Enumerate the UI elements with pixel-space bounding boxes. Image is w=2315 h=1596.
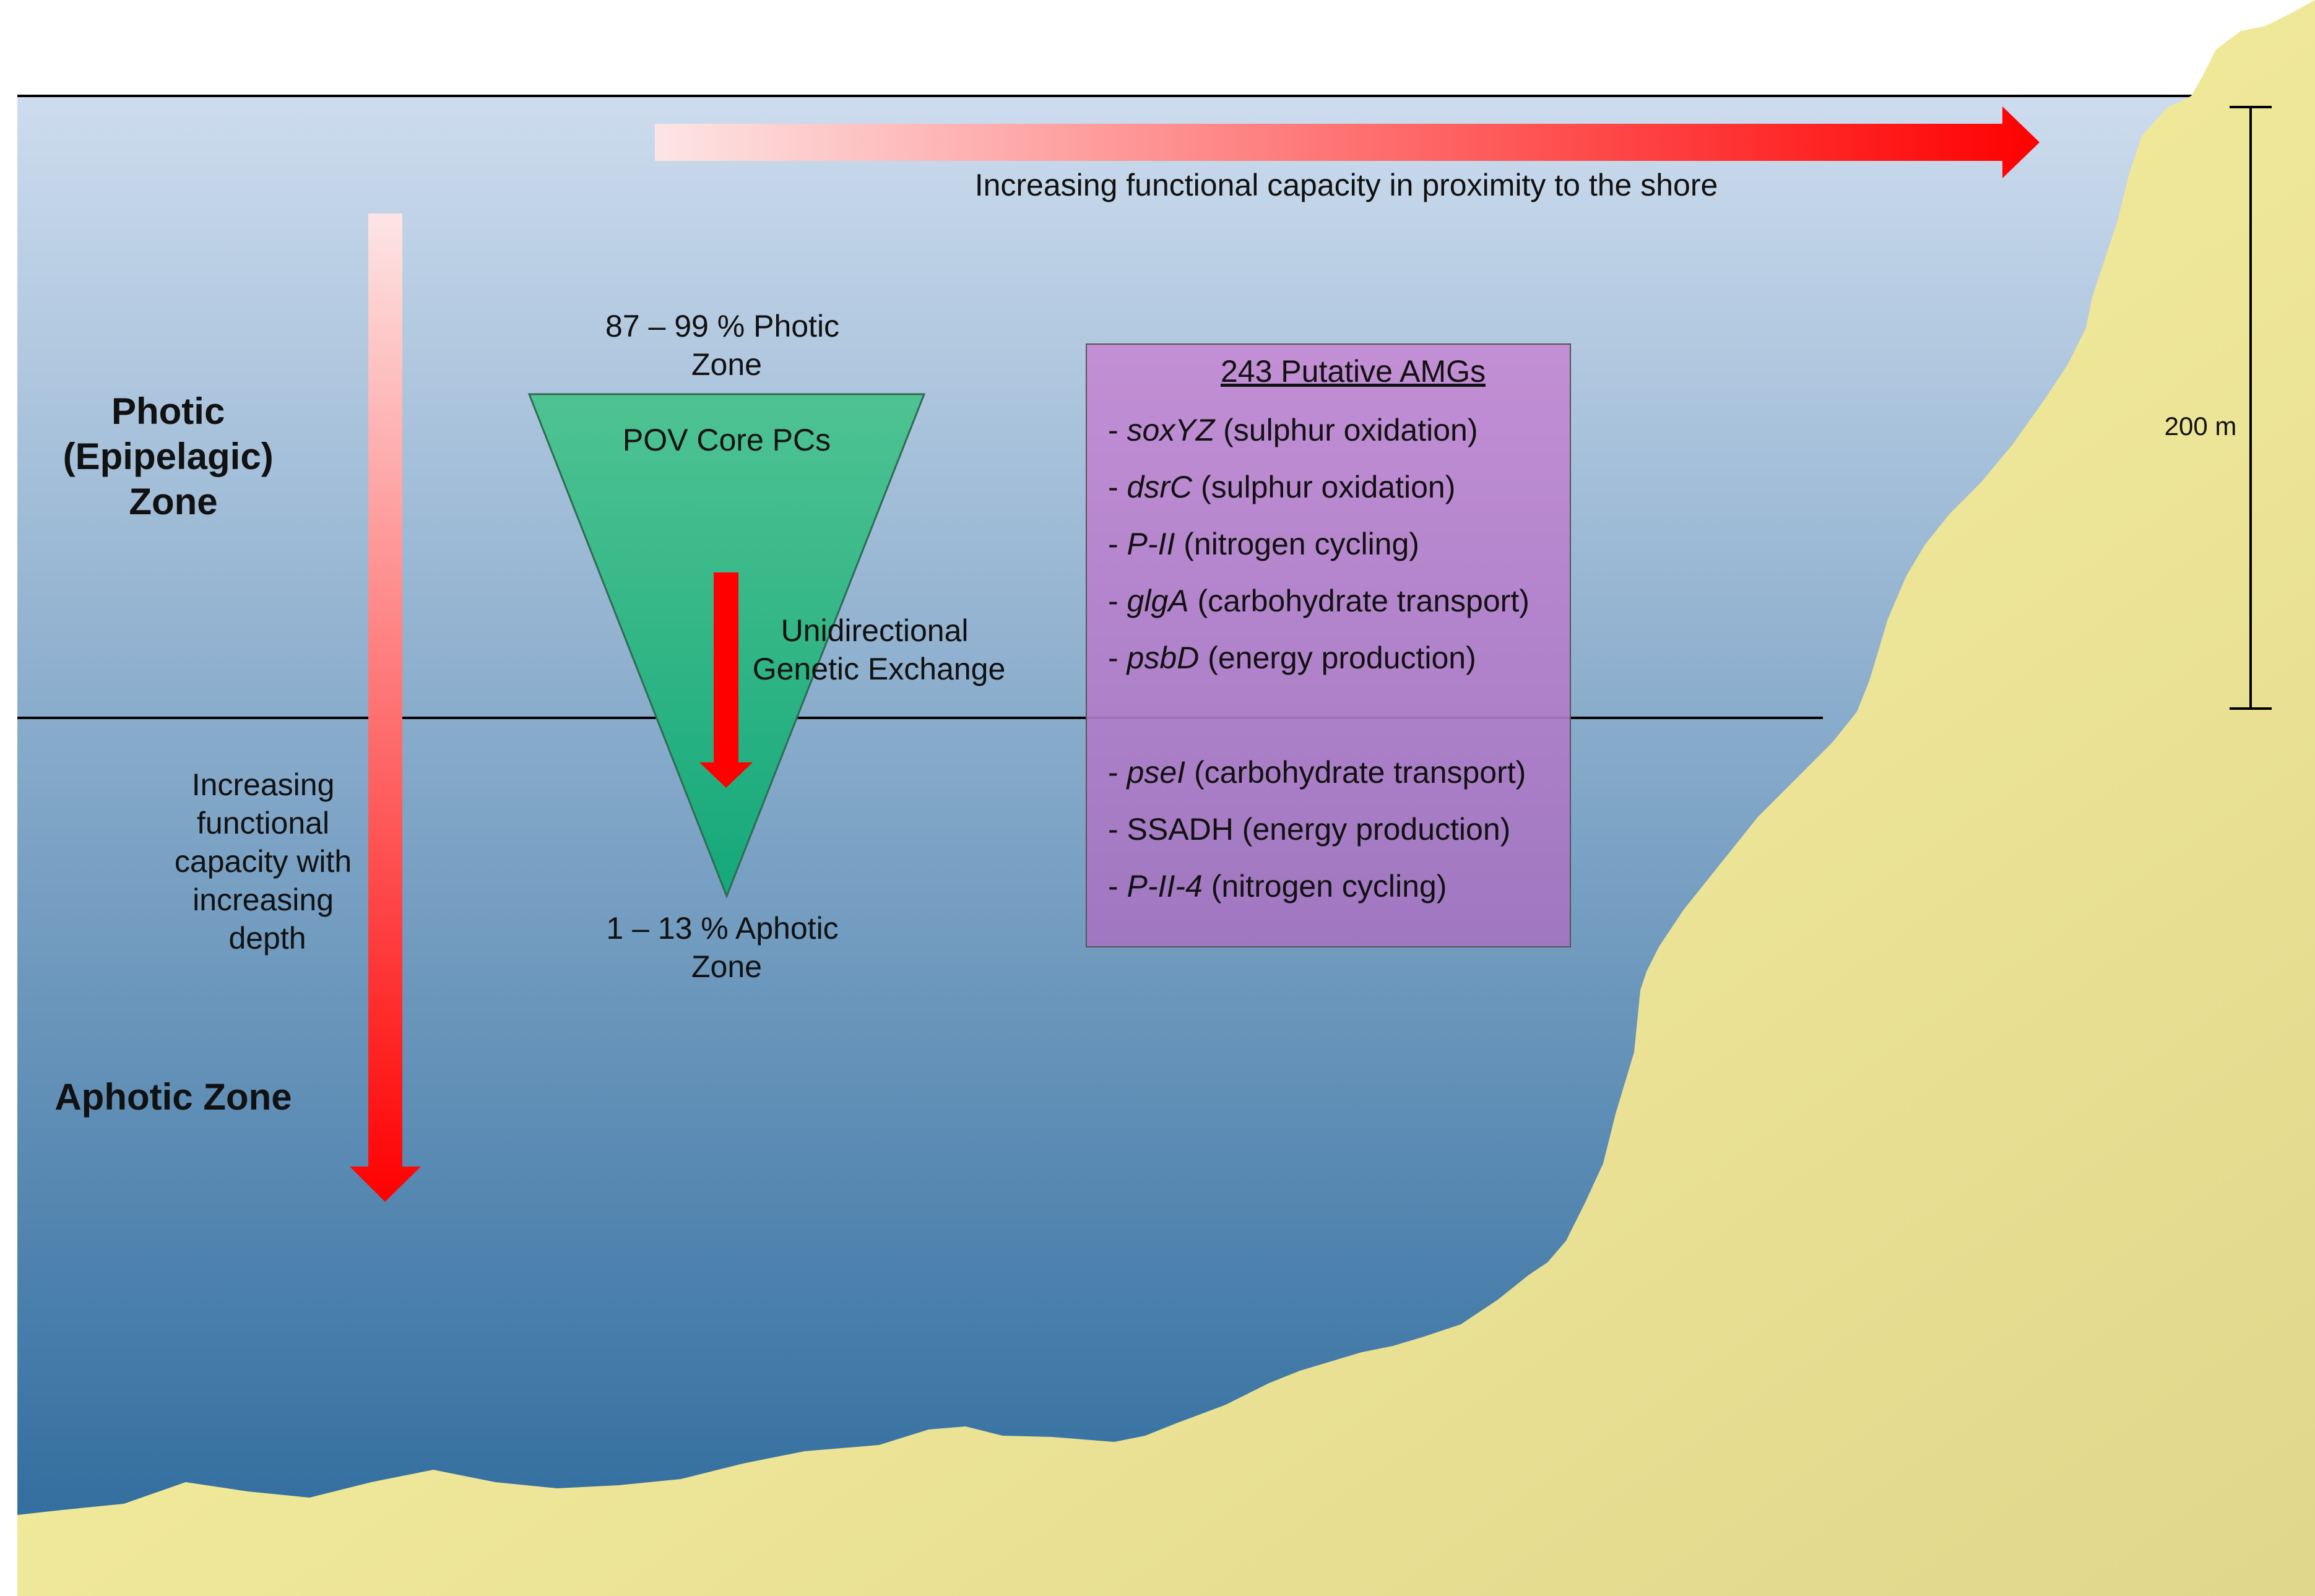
amg-item: - pseI (carbohydrate transport) bbox=[1108, 755, 1526, 790]
photic-zone-line: Zone bbox=[129, 481, 217, 522]
amg-item-dash: - bbox=[1108, 470, 1127, 504]
amg-item-gene: glgA bbox=[1127, 584, 1189, 618]
triangle-top-line: Zone bbox=[691, 347, 762, 382]
photic-zone-label: Photic (Epipelagic) Zone bbox=[63, 390, 284, 522]
amg-item-gene: pseI bbox=[1126, 755, 1186, 790]
amg-item-gene: dsrC bbox=[1127, 470, 1193, 504]
amg-item-dash: - bbox=[1108, 641, 1127, 675]
amg-item-gene: P-II-4 bbox=[1127, 869, 1203, 904]
amg-item: - soxYZ (sulphur oxidation) bbox=[1108, 413, 1478, 447]
depth-arrow-caption: Increasing functional capacity with incr… bbox=[175, 767, 360, 955]
amg-box bbox=[1086, 343, 1571, 947]
shore-arrow bbox=[655, 106, 2040, 178]
depth-arrow bbox=[350, 214, 421, 1202]
amg-item-gene: soxYZ bbox=[1127, 413, 1216, 447]
amg-item-gene: SSADH bbox=[1127, 812, 1234, 847]
amg-title: 243 Putative AMGs bbox=[1221, 354, 1486, 389]
amg-item-function: (sulphur oxidation) bbox=[1214, 413, 1478, 447]
genetic-exchange-line: Unidirectional bbox=[781, 613, 969, 648]
triangle-bottom-line: Zone bbox=[691, 949, 762, 984]
genetic-exchange-line: Genetic Exchange bbox=[753, 652, 1006, 686]
amg-item-function: (sulphur oxidation) bbox=[1192, 470, 1455, 504]
amg-item: - P-II (nitrogen cycling) bbox=[1108, 527, 1419, 561]
seafloor-slope bbox=[17, 0, 2315, 1596]
amg-item-dash: - bbox=[1108, 413, 1127, 447]
amg-item-dash: - bbox=[1108, 527, 1127, 561]
amg-list: - soxYZ (sulphur oxidation)- dsrC (sulph… bbox=[1108, 413, 1530, 904]
amg-item-function: (energy production) bbox=[1199, 641, 1476, 675]
depth-caption-line: depth bbox=[228, 921, 306, 955]
triangle-top-label: 87 – 99 % Photic Zone bbox=[605, 309, 848, 382]
amg-item-gene: psbD bbox=[1126, 641, 1200, 675]
amg-item-function: (carbohydrate transport) bbox=[1185, 755, 1526, 790]
amg-item-function: (nitrogen cycling) bbox=[1203, 869, 1447, 904]
amg-item: - dsrC (sulphur oxidation) bbox=[1108, 470, 1455, 504]
genetic-exchange-arrow bbox=[699, 572, 753, 788]
amg-item-dash: - bbox=[1108, 584, 1127, 618]
aphotic-zone-label: Aphotic Zone bbox=[54, 1076, 292, 1118]
triangle-top-line: 87 – 99 % Photic bbox=[605, 309, 839, 343]
amg-item-function: (carbohydrate transport) bbox=[1189, 584, 1530, 618]
shore-arrow-caption: Increasing functional capacity in proxim… bbox=[975, 168, 1718, 202]
amg-item: - psbD (energy production) bbox=[1108, 641, 1476, 675]
triangle-bottom-line: 1 – 13 % Aphotic bbox=[606, 911, 838, 946]
amg-item-gene: P-II bbox=[1127, 527, 1175, 561]
depth-caption-line: functional bbox=[197, 806, 329, 840]
amg-item-dash: - bbox=[1108, 755, 1127, 790]
triangle-inner-label: POV Core PCs bbox=[623, 423, 831, 457]
amg-item: - glgA (carbohydrate transport) bbox=[1108, 584, 1530, 618]
amg-item-dash: - bbox=[1108, 869, 1127, 904]
amg-item: - P-II-4 (nitrogen cycling) bbox=[1108, 869, 1447, 904]
depth-caption-line: capacity with bbox=[175, 844, 352, 879]
amg-item-function: (nitrogen cycling) bbox=[1175, 527, 1419, 561]
amg-item-dash: - bbox=[1108, 812, 1127, 847]
amg-item: - SSADH (energy production) bbox=[1108, 812, 1510, 847]
triangle-bottom-label: 1 – 13 % Aphotic Zone bbox=[606, 911, 847, 984]
depth-caption-line: increasing bbox=[193, 882, 334, 917]
photic-zone-line: (Epipelagic) bbox=[63, 436, 274, 477]
depth-caption-line: Increasing bbox=[192, 767, 335, 802]
amg-item-function: (energy production) bbox=[1234, 812, 1510, 847]
photic-zone-line: Photic bbox=[111, 390, 225, 432]
scale-bar-label: 200 m bbox=[2165, 412, 2237, 441]
genetic-exchange-label: Unidirectional Genetic Exchange bbox=[753, 613, 1006, 686]
